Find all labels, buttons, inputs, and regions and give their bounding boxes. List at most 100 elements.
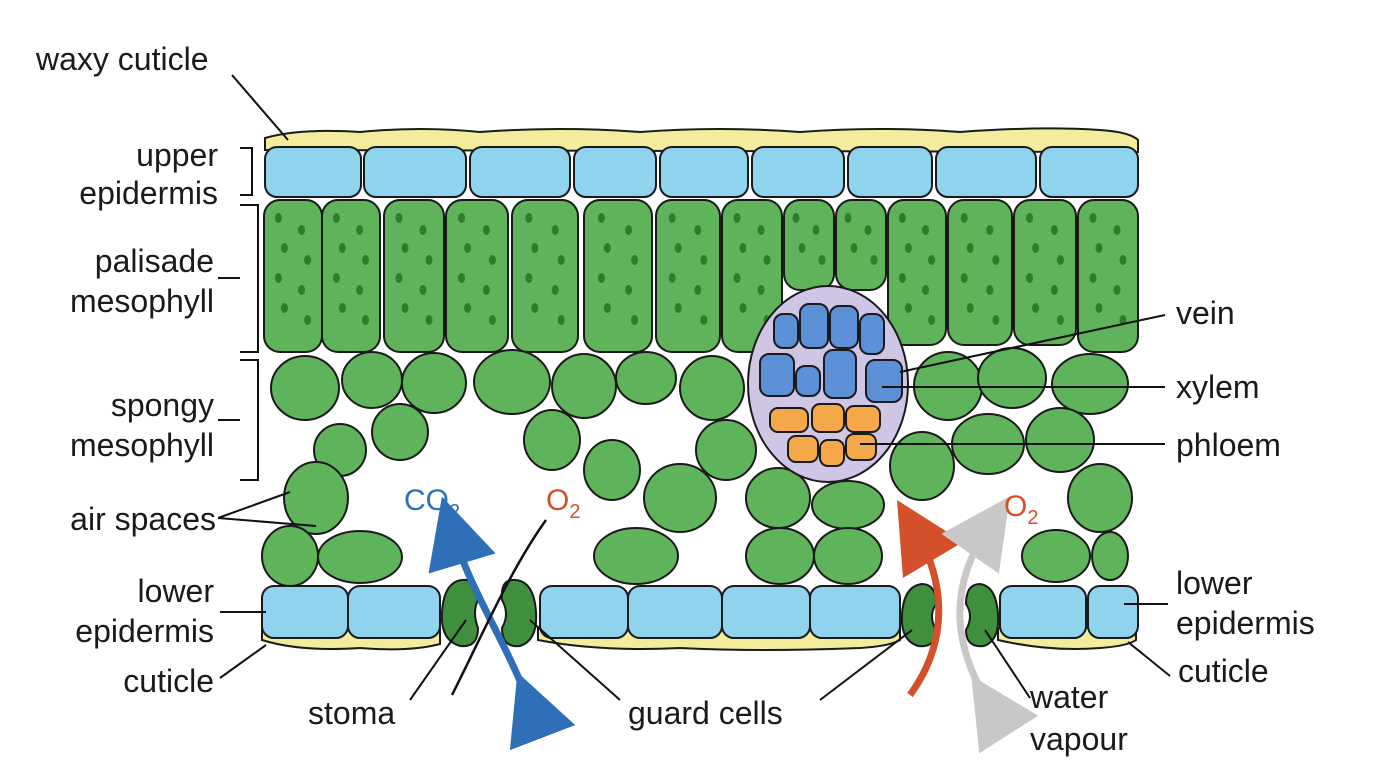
vein-bundle <box>747 285 909 483</box>
label-lower-epidermis-right-2: epidermis <box>1176 605 1315 641</box>
chloroplast-icon <box>1056 255 1064 265</box>
label-lower-epidermis-right-1: lower <box>1176 565 1253 601</box>
upper-epidermis-cell <box>363 146 467 198</box>
o2-right-arrow <box>897 499 964 698</box>
chloroplast-icon <box>733 273 741 283</box>
chloroplast-icon <box>668 213 676 223</box>
chloroplast-icon <box>986 225 994 235</box>
palisade-mesophyll-layer <box>263 199 1139 353</box>
palisade-cell <box>887 199 947 346</box>
chloroplast-icon <box>304 315 312 325</box>
chloroplast-icon <box>992 315 1000 325</box>
chloroplast-icon <box>338 303 346 313</box>
chloroplast-icon <box>992 255 1000 265</box>
chloroplast-icon <box>757 225 765 235</box>
chloroplast-icon <box>304 255 312 265</box>
chloroplast-icon <box>960 213 968 223</box>
chloroplast-icon <box>597 273 605 283</box>
upper-epidermis-cell <box>847 146 933 198</box>
label-cuticle-right: cuticle <box>1178 653 1269 689</box>
chloroplast-icon <box>966 243 974 253</box>
chloroplast-icon <box>1113 285 1121 295</box>
xylem-cell <box>773 313 799 349</box>
chloroplast-icon <box>464 303 472 313</box>
upper-epidermis-layer <box>264 146 1139 198</box>
label-spongy-2: mesophyll <box>70 427 214 463</box>
chloroplast-icon <box>280 243 288 253</box>
spongy-cell <box>341 351 403 409</box>
chloroplast-icon <box>870 255 878 265</box>
chloroplast-icon <box>1113 225 1121 235</box>
palisade-cell <box>383 199 445 353</box>
chloroplast-icon <box>700 315 708 325</box>
lower-epidermis-cell <box>999 585 1087 639</box>
palisade-cell <box>655 199 721 353</box>
chloroplast-icon <box>280 303 288 313</box>
chloroplast-icon <box>1089 213 1097 223</box>
guard-cell <box>500 578 538 648</box>
chloroplast-icon <box>1119 315 1127 325</box>
chloroplast-icon <box>395 213 403 223</box>
label-upper-epidermis-1: upper <box>136 137 218 173</box>
chloroplast-icon <box>551 285 559 295</box>
chloroplast-icon <box>763 255 771 265</box>
lower-epidermis-cell <box>261 585 349 639</box>
lower-epidermis-cell <box>809 585 901 639</box>
label-water-vapour-1: water <box>1029 679 1109 715</box>
chloroplast-icon <box>401 243 409 253</box>
label-spongy-1: spongy <box>111 387 214 423</box>
phloem-cell <box>769 407 809 433</box>
chloroplast-icon <box>844 213 852 223</box>
o2-left-curve <box>450 519 548 696</box>
chloroplast-icon <box>603 243 611 253</box>
palisade-cell <box>583 199 653 353</box>
chloroplast-icon <box>425 255 433 265</box>
chloroplast-icon <box>531 243 539 253</box>
palisade-cell <box>835 199 887 291</box>
phloem-cell <box>845 433 877 461</box>
chloroplast-icon <box>531 303 539 313</box>
chloroplast-icon <box>356 225 364 235</box>
spongy-cell <box>745 527 815 585</box>
chloroplast-icon <box>1050 225 1058 235</box>
xylem-cell <box>859 313 885 355</box>
phloem-cell <box>811 403 845 433</box>
chloroplast-icon <box>812 225 820 235</box>
upper-epidermis-cell <box>1039 146 1139 198</box>
chloroplast-icon <box>362 255 370 265</box>
palisade-cell-wall <box>1077 199 1139 353</box>
label-o2-left: O2 <box>546 484 580 523</box>
chloroplast-icon <box>482 225 490 235</box>
chloroplast-icon <box>338 243 346 253</box>
chloroplast-icon <box>557 255 565 265</box>
chloroplast-icon <box>458 273 466 283</box>
chloroplast-icon <box>332 213 340 223</box>
chloroplast-icon <box>274 273 282 283</box>
palisade-cell <box>947 199 1013 346</box>
label-o2-right: O2 <box>1004 490 1038 529</box>
xylem-cell <box>795 365 821 397</box>
label-palisade-2: mesophyll <box>70 283 214 319</box>
chloroplast-icon <box>525 273 533 283</box>
chloroplast-icon <box>425 315 433 325</box>
chloroplast-icon <box>668 273 676 283</box>
chloroplast-icon <box>694 225 702 235</box>
palisade-cell-wall <box>835 199 887 291</box>
label-co2: CO2 <box>404 484 460 523</box>
lower-epidermis-cell <box>1087 585 1139 639</box>
label-palisade-1: palisade <box>95 243 214 279</box>
chloroplast-icon <box>298 285 306 295</box>
spongy-cell <box>813 527 883 585</box>
palisade-cell <box>1077 199 1139 353</box>
chloroplast-icon <box>1032 243 1040 253</box>
lower-cuticle-middle <box>537 627 901 651</box>
chloroplast-icon <box>694 285 702 295</box>
chloroplast-icon <box>1095 243 1103 253</box>
label-air-spaces: air spaces <box>70 501 216 537</box>
chloroplast-icon <box>674 243 682 253</box>
spongy-cell <box>811 480 885 530</box>
chloroplast-icon <box>419 285 427 295</box>
chloroplast-icon <box>898 273 906 283</box>
chloroplast-icon <box>792 213 800 223</box>
phloem-cell <box>845 405 881 433</box>
